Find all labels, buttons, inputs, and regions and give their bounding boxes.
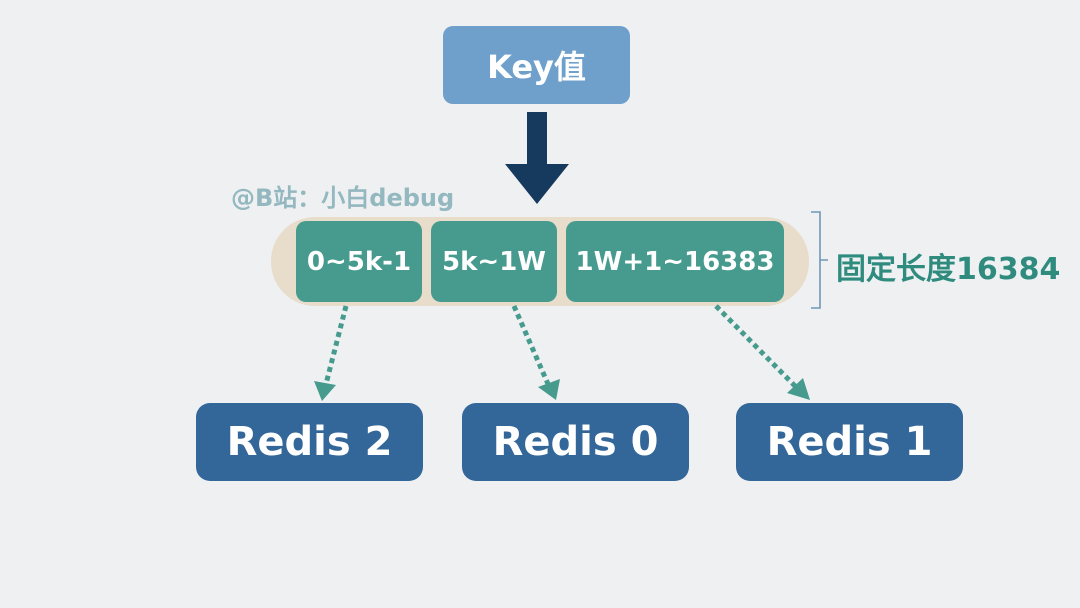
redis-node-2: Redis 2 [196,403,423,481]
slot-range-1w-16383: 1W+1~16383 [566,221,784,302]
slot-range-label: 0~5k-1 [306,246,412,277]
watermark-text: @B站：小白debug [231,184,455,212]
key-value-label: Key值 [487,48,586,86]
slot-range-5k-1w: 5k~1W [431,221,557,302]
slot-range-label: 1W+1~16383 [575,246,775,277]
redis-node-0: Redis 0 [462,403,689,481]
slot-range-0-5k: 0~5k-1 [296,221,422,302]
redis-node-1: Redis 1 [736,403,963,481]
down-arrow-icon [505,112,569,204]
dotted-arrow-slot2-to-redis1 [714,304,810,400]
key-value-box: Key值 [443,26,630,104]
range-brace [811,211,828,309]
slot-range-label: 5k~1W [442,246,546,277]
redis-node-label: Redis 2 [226,419,393,465]
redis-node-label: Redis 1 [766,419,933,465]
redis-node-label: Redis 0 [492,419,659,465]
dotted-arrow-slot0-to-redis2 [314,305,349,401]
fixed-length-label: 固定长度16384 [836,252,1061,287]
dotted-arrow-slot1-to-redis0 [511,305,560,400]
